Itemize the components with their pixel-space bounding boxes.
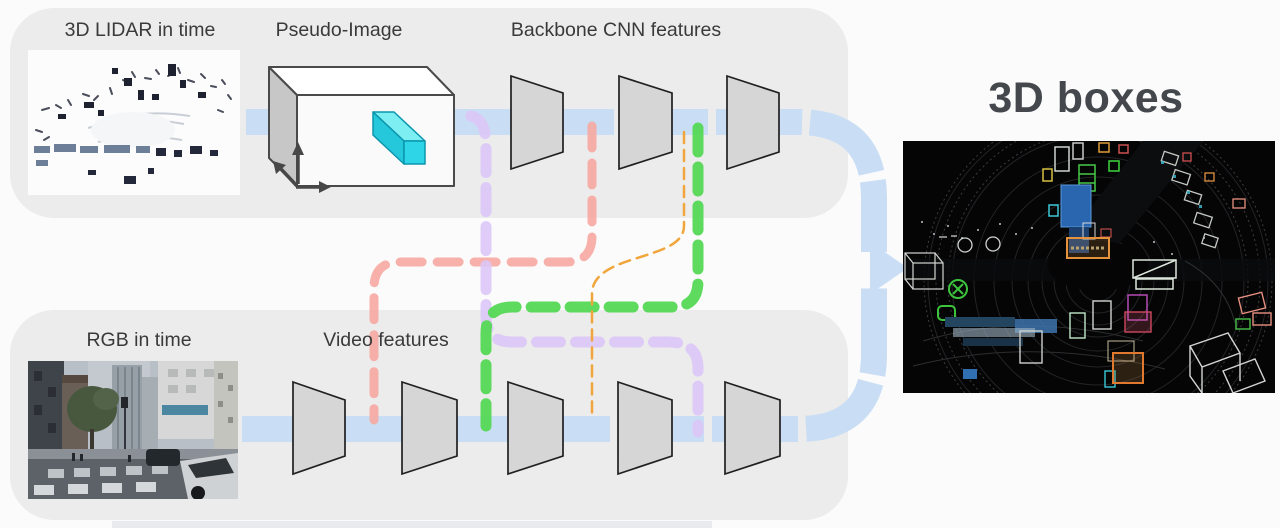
backbone-feature-maps (510, 74, 780, 171)
axes-icon (273, 142, 331, 193)
feature-trapezoid (507, 380, 564, 476)
pseudo-image-box (268, 66, 455, 193)
lidar-input-label: 3D LIDAR in time (65, 19, 216, 41)
cross-connector-purple (465, 110, 704, 438)
feature-trapezoid (618, 74, 673, 171)
pseudo-image-label: Pseudo-Image (276, 19, 403, 41)
feature-trapezoid (617, 380, 673, 476)
feature-trapezoid (292, 380, 346, 476)
bottom-edge-strip (112, 521, 712, 528)
fusion-flow (242, 109, 908, 442)
3d-boxes-image (903, 141, 1275, 393)
rgb-input-label: RGB in time (86, 329, 191, 351)
feature-trapezoid (726, 74, 780, 171)
pseudo-voxel-box (372, 111, 426, 165)
feature-trapezoid (510, 74, 564, 171)
backbone-features-label: Backbone CNN features (511, 19, 722, 41)
output-3d-boxes-label: 3D boxes (988, 74, 1183, 122)
flow-blue-bottom (242, 284, 887, 442)
video-feature-maps (292, 380, 781, 476)
rgb-street-image (28, 361, 238, 499)
flow-arrow (870, 242, 908, 294)
cross-connector-green (480, 122, 704, 432)
cross-connectors (369, 110, 704, 438)
feature-trapezoid (724, 380, 781, 476)
flow-blue-top (246, 109, 887, 252)
feature-trapezoid (401, 380, 458, 476)
cross-connector-orange (590, 130, 686, 416)
lidar-pointcloud-image (28, 50, 240, 195)
video-features-label: Video features (323, 329, 449, 351)
